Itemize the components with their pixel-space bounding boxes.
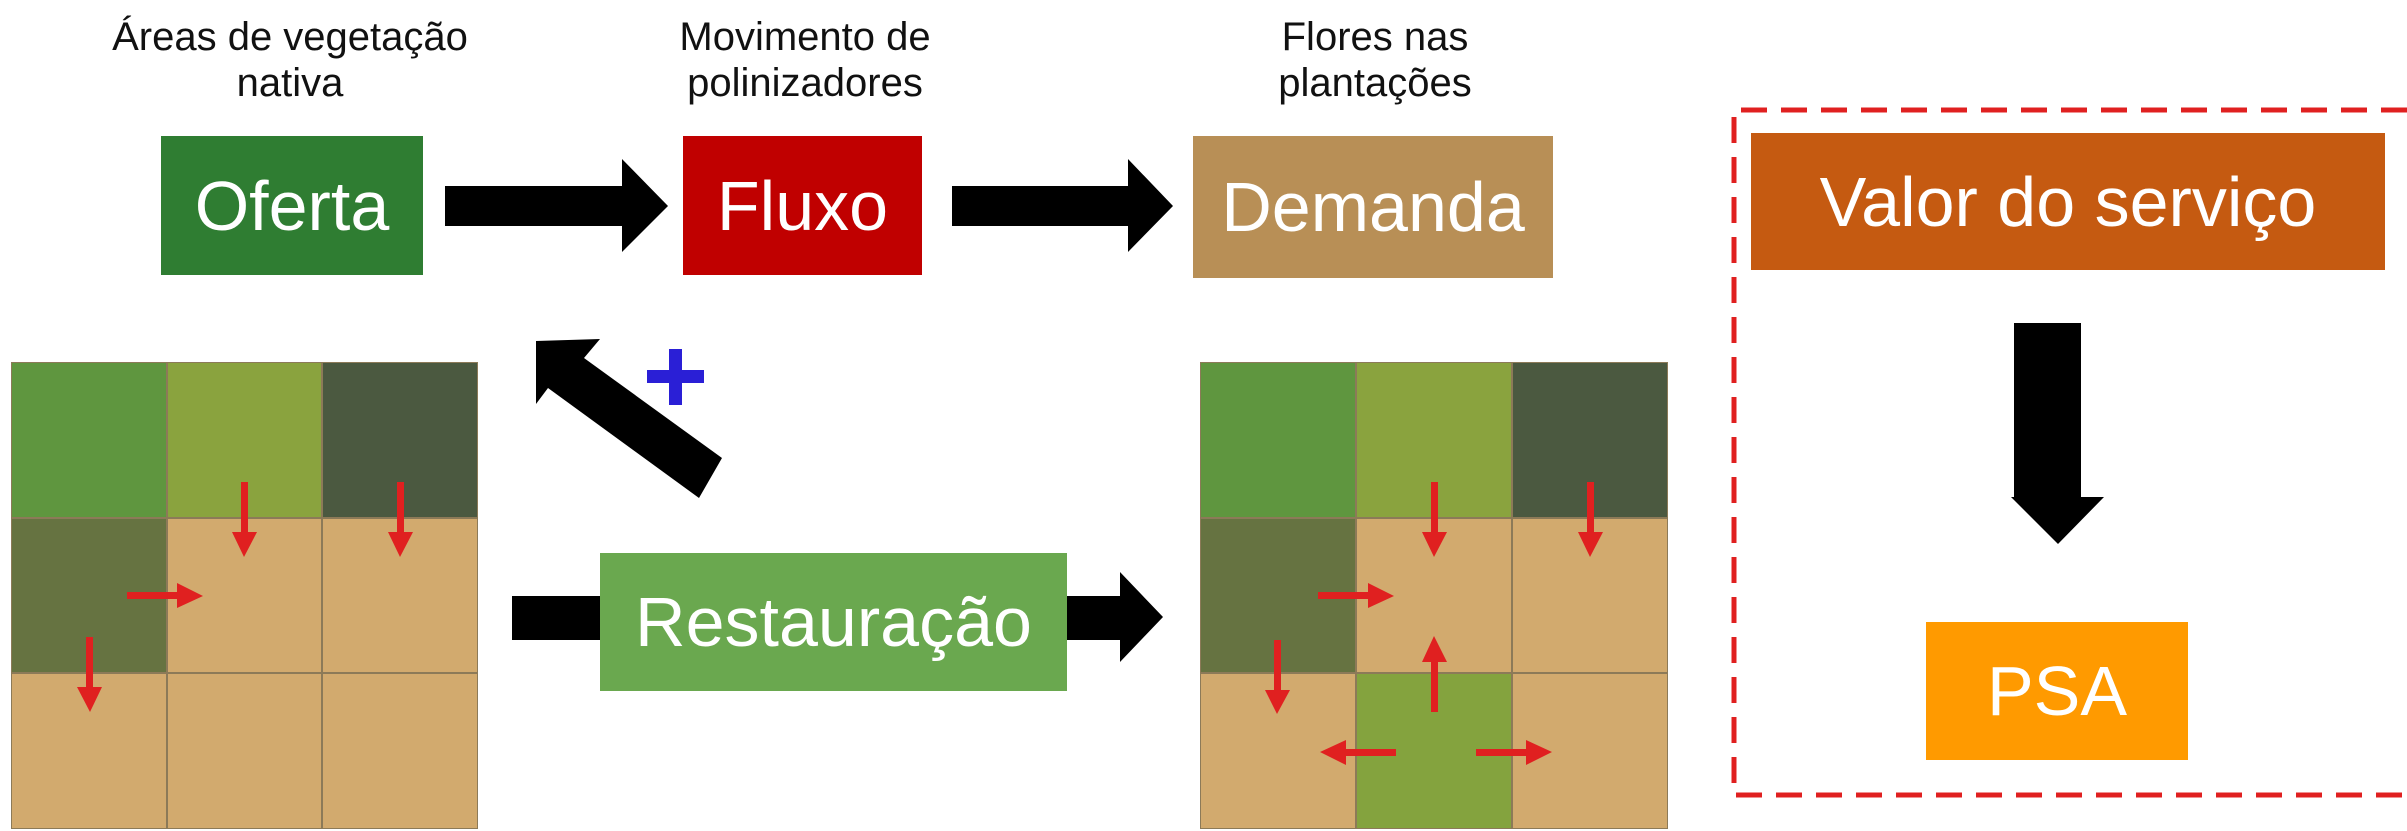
landscape-cell-forest-mid	[1200, 362, 1356, 518]
pollinator-arrow	[1320, 740, 1396, 765]
pollinator-arrows-before	[77, 482, 413, 712]
landscape-cell-field	[166, 673, 323, 829]
plus-icon	[647, 349, 704, 405]
supply-caption: Áreas de vegetação nativa	[112, 15, 468, 105]
landscape-grid-after	[1200, 362, 1668, 829]
pollinator-arrow	[127, 583, 203, 608]
pollinator-arrow	[388, 482, 413, 557]
demand-caption: Flores nas plantações	[1278, 15, 1472, 105]
arrow-feedback-diagonal	[536, 339, 722, 498]
demand-box: Demanda	[1193, 136, 1553, 278]
flow-caption: Movimento de polinizadores	[679, 15, 931, 105]
restoration-box: Restauração	[600, 553, 1067, 691]
arrow-supply-to-flow	[445, 159, 668, 252]
pollinator-arrow	[1265, 640, 1290, 714]
arrow-value-to-psa	[2011, 323, 2104, 544]
pollinator-arrow	[77, 637, 102, 712]
psa-box: PSA	[1926, 622, 2188, 760]
pollinator-arrows-after	[1265, 482, 1603, 765]
pollinator-arrow	[1318, 583, 1394, 608]
landscape-cell-forest-mid	[11, 362, 167, 518]
arrow-flow-to-demand	[952, 159, 1173, 252]
landscape-cell-field	[322, 673, 478, 829]
landscape-grid-before	[11, 362, 478, 829]
pollinator-arrow	[1578, 482, 1603, 557]
pollinator-arrow	[1476, 740, 1552, 765]
pollinator-arrow	[1422, 636, 1447, 712]
pollinator-arrow	[1422, 482, 1447, 557]
supply-box: Oferta	[161, 136, 423, 275]
arrow-restoration-left	[512, 596, 600, 640]
flow-box: Fluxo	[683, 136, 922, 275]
pollinator-arrow	[232, 482, 257, 557]
service-value-box: Valor do serviço	[1751, 133, 2385, 270]
arrow-restoration-right	[1066, 572, 1163, 662]
valuation-dashed-border	[1731, 107, 2407, 798]
